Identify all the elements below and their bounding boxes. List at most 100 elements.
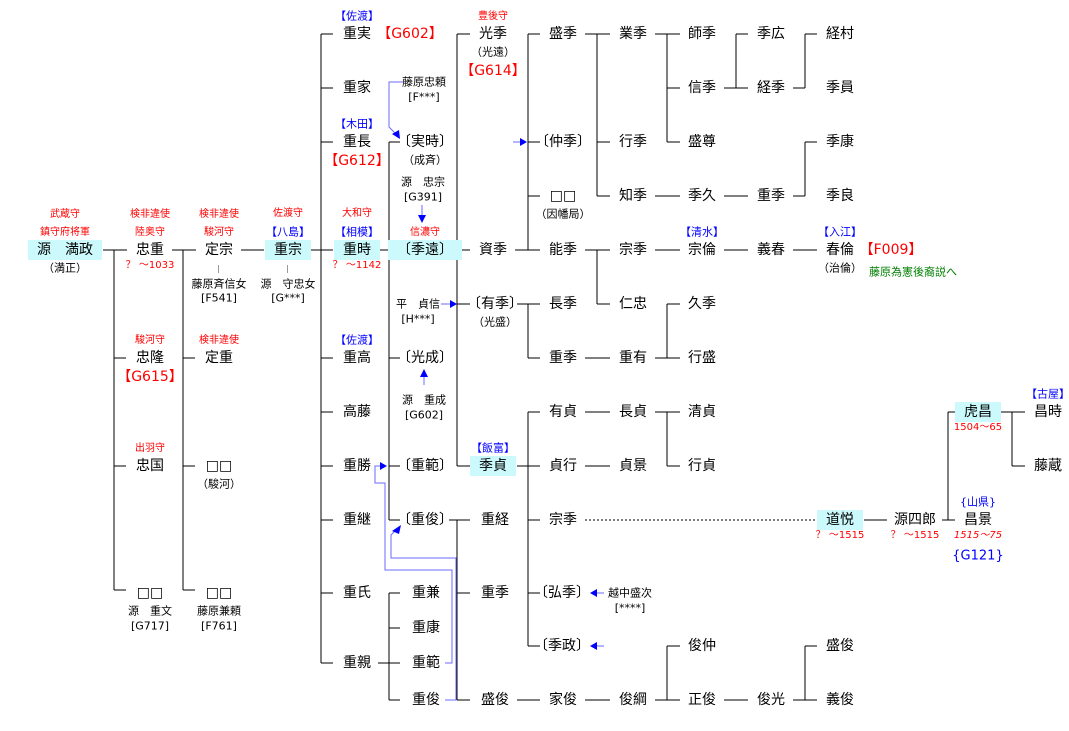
office-title: 検非違使 [130, 209, 170, 220]
person-name: 能季 [549, 242, 577, 258]
person-name: 宗季 [549, 512, 577, 528]
person-name: 昌時 [1034, 404, 1062, 420]
arrowheads [380, 130, 597, 650]
clan-label: 【入江】 [818, 225, 862, 239]
person-name: 忠重 [136, 242, 164, 258]
person-name: 光季 [479, 26, 507, 42]
person-name: 源 忠宗 [401, 175, 445, 189]
office-title: 武蔵守 [50, 209, 80, 220]
arrow-icon [450, 300, 457, 308]
person-name: 〔光成〕 [397, 350, 453, 366]
person-name: 久季 [688, 296, 716, 312]
arrow-icon [392, 525, 401, 534]
office-title: 信濃守 [410, 227, 440, 238]
person-name: 〔実時〕 [397, 134, 453, 150]
reference-code: 【F009】 [859, 242, 923, 258]
person-name: 重経 [481, 512, 509, 528]
spouse-tick [287, 265, 288, 273]
spouse-tick [218, 265, 219, 273]
person-name: 仁忠 [619, 296, 647, 312]
clan-label: {山県} [960, 495, 996, 509]
person-name: 行貞 [688, 458, 716, 474]
clan-label: 【清水】 [680, 225, 724, 239]
person-name: 宗季 [619, 242, 647, 258]
reference-code: 【G614】 [460, 63, 526, 79]
arrow-icon [420, 369, 428, 377]
person-name: 師季 [688, 26, 716, 42]
alias-name: （光遠） [471, 45, 515, 59]
person-name: 俊綱 [619, 692, 647, 708]
person-name: 源 満政 [28, 240, 102, 260]
mother-code: [G***] [271, 291, 305, 305]
office-title: 検非違使 [199, 335, 239, 346]
person-name: 重家 [343, 80, 371, 96]
person-name: 義俊 [826, 692, 854, 708]
person-name: 源 重成 [402, 393, 446, 407]
person-name: 重俊 [412, 692, 440, 708]
clan-label: 【古屋】 [1026, 387, 1069, 401]
person-name: 季久 [688, 188, 716, 204]
person-name: 〔重俊〕 [397, 512, 453, 528]
person-name: 家俊 [549, 692, 577, 708]
person-name: 資季 [479, 242, 507, 258]
person-name: 信季 [688, 80, 716, 96]
person-name: 重時 [334, 240, 380, 260]
person-name: 重宗 [265, 240, 311, 260]
alias-name: （成斉） [403, 153, 447, 167]
person-name: 経村 [826, 26, 854, 42]
reference-code: [G602] [404, 408, 444, 422]
person-name: 春倫 [826, 242, 854, 258]
reference-code: [****] [614, 601, 646, 615]
person-name: 季康 [826, 134, 854, 150]
person-name: 重継 [343, 512, 371, 528]
person-name: 重勝 [343, 458, 371, 474]
arrow-icon [520, 138, 527, 146]
person-name: 俊仲 [688, 638, 716, 654]
person-name: 義春 [757, 242, 785, 258]
life-dates: ？ ～1033 [125, 260, 175, 271]
person-name: 行季 [619, 134, 647, 150]
person-name: 昌景 [964, 512, 992, 528]
reference-code: [H***] [401, 312, 435, 326]
reference-code: 【G615】 [117, 369, 183, 385]
person-name: 忠隆 [136, 350, 164, 366]
person-name: 〔季遠〕 [388, 240, 462, 260]
person-name: □□ [136, 585, 164, 601]
adoptive-note: 藤原兼頼 [197, 604, 241, 618]
alias-name: （因幡局） [535, 207, 591, 221]
alias-name: （光盛） [473, 315, 517, 329]
person-name: 平 貞信 [396, 297, 440, 311]
person-name: 虎昌 [955, 402, 1001, 422]
life-dates: 1504～65 [953, 422, 1003, 433]
office-title: 検非違使 [199, 209, 239, 220]
person-name: 俊光 [757, 692, 785, 708]
person-name: 盛尊 [688, 134, 716, 150]
office-title: 陸奥守 [135, 227, 165, 238]
person-name: 定宗 [205, 242, 233, 258]
person-name: 越中盛次 [608, 586, 652, 600]
person-name: 源四郎 [894, 512, 936, 528]
lineage-lines [103, 33, 1025, 701]
person-name: 長貞 [619, 404, 647, 420]
person-name: 行盛 [688, 350, 716, 366]
life-dates: 1515～75 [953, 530, 1003, 541]
life-dates: ？ ～1142 [332, 260, 382, 271]
office-title: 佐渡守 [273, 208, 303, 219]
person-name: 季員 [826, 80, 854, 96]
office-title: 鎮守府将軍 [40, 227, 90, 238]
person-name: □□ [549, 188, 577, 204]
reference-code: {G121} [952, 548, 1004, 564]
person-name: 忠国 [136, 458, 164, 474]
reference-code: 【G602】 [377, 26, 443, 42]
person-name: 重範 [412, 655, 440, 671]
person-name: 盛季 [549, 26, 577, 42]
person-name: □□ [205, 585, 233, 601]
person-name: 〔仲季〕 [535, 134, 591, 150]
clan-label: 【飯富】 [471, 441, 515, 455]
office-title: 駿河守 [135, 335, 165, 346]
person-name: 重長 [343, 134, 371, 150]
person-name: 重高 [343, 350, 371, 366]
person-name: 重氏 [343, 585, 371, 601]
alias-name: （治倫） [818, 261, 862, 275]
